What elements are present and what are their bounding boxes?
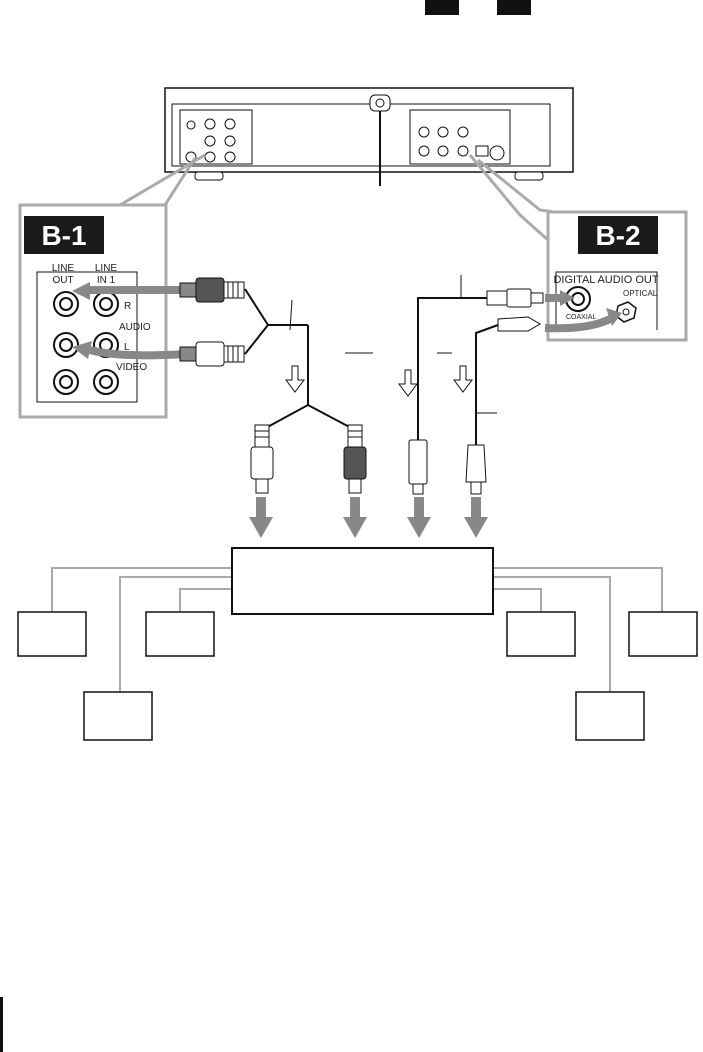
line-out-label-2: OUT [52, 275, 73, 286]
speaker-front-right [628, 611, 698, 657]
speaker-center-left [145, 611, 215, 657]
panel-b1: B-1 LINE OUT LINE IN 1 R AUDIO L VIDEO [18, 203, 186, 419]
coaxial-plug-icon [408, 288, 544, 495]
speaker-rear-left [83, 691, 153, 741]
callout-lines [119, 153, 576, 340]
badge-b2-label: B-2 [595, 220, 640, 251]
label-l: L [124, 342, 130, 353]
panel-b2: B-2 DIGITAL AUDIO OUT OPTICAL COAXIAL [544, 210, 688, 342]
optical-jack-icon [615, 301, 637, 323]
hollow-arrow-icon [398, 369, 418, 397]
coaxial-cable [417, 275, 487, 440]
arrow-into-r-icon [72, 282, 90, 300]
down-arrow-icon [407, 497, 431, 538]
line-in-label-1: LINE [95, 263, 118, 274]
badge-b1-label: B-1 [41, 220, 86, 251]
arrow-into-optical-icon [606, 308, 622, 326]
label-r: R [124, 301, 131, 312]
line-in-label-2: IN 1 [97, 275, 116, 286]
speaker-wires [51, 567, 663, 692]
audio-cable [244, 288, 356, 431]
arrow-into-l-icon [72, 341, 92, 359]
optical-plug-icon [465, 316, 541, 495]
down-arrow-icon [249, 497, 273, 538]
rca-plug-icon [343, 424, 367, 494]
hollow-arrow-icon [453, 365, 473, 393]
hollow-arrow-icon [285, 365, 305, 393]
line-out-label-1: LINE [52, 263, 75, 274]
label-audio: AUDIO [119, 322, 151, 333]
amplifier-box [231, 547, 494, 615]
header-mark-left [425, 0, 459, 15]
rca-plug-icon [250, 424, 274, 494]
speaker-front-left [17, 611, 87, 657]
page-margin-bar [0, 997, 3, 1052]
speaker-rear-right [575, 691, 645, 741]
rca-plug-icon [179, 277, 245, 303]
optical-label: OPTICAL [623, 289, 658, 298]
digital-audio-out-label: DIGITAL AUDIO OUT [553, 274, 658, 286]
down-arrow-icon [464, 497, 488, 538]
device-rear-panel [164, 87, 574, 186]
down-arrow-icon [343, 497, 367, 538]
optical-cable [475, 324, 499, 445]
header-mark-right [497, 0, 531, 15]
arrow-into-coaxial-icon [560, 290, 575, 306]
badge-b1 [24, 216, 104, 254]
coaxial-label: COAXIAL [566, 314, 596, 321]
badge-b2 [578, 216, 658, 254]
speaker-center-right [506, 611, 576, 657]
label-video: VIDEO [116, 362, 147, 373]
rca-plug-icon [179, 341, 245, 367]
